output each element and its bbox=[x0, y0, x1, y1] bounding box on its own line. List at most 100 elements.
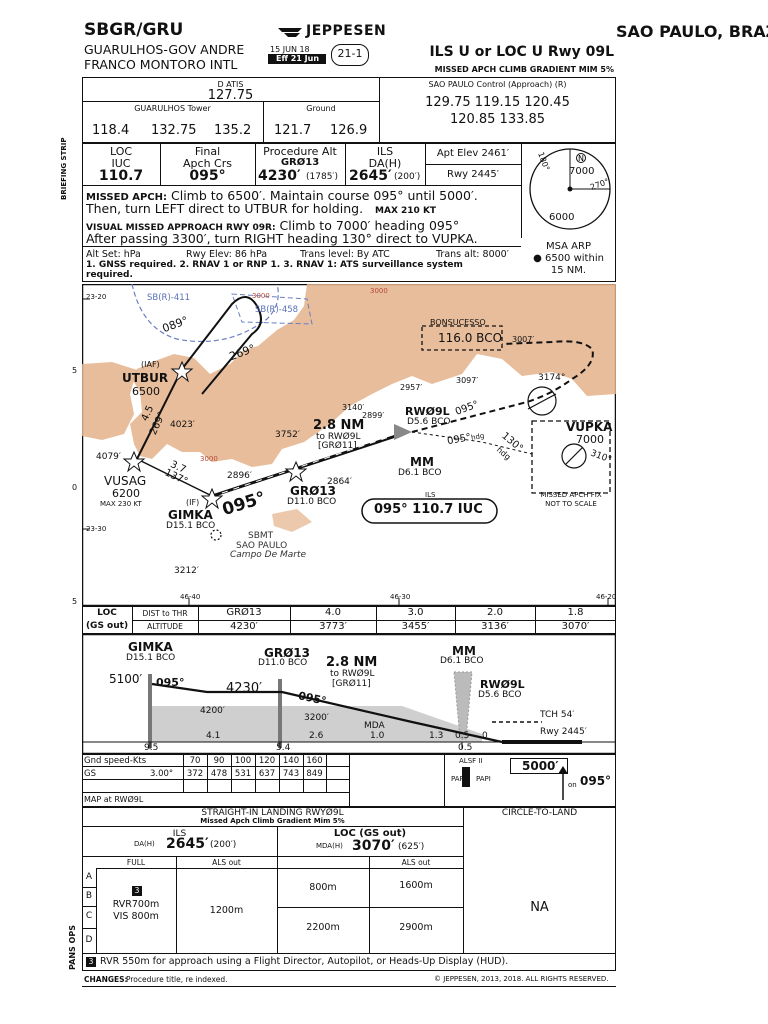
proc-alt-label: Procedure Alt bbox=[263, 145, 337, 158]
rw09l-dme: D5.6 BCO bbox=[407, 417, 451, 427]
min-ils-head: ILS bbox=[172, 829, 187, 839]
min-loc-mdh: (625′) bbox=[398, 842, 425, 852]
gr013-dme: D11.0 BCO bbox=[287, 497, 337, 507]
brand: JEPPESEN bbox=[306, 23, 387, 39]
circle-title: CIRCLE-TO-LAND bbox=[501, 808, 578, 818]
msa-alt1: 7000 bbox=[569, 166, 595, 177]
airport-name-line2: FRANCO MONTORO INTL bbox=[84, 57, 238, 72]
loc-freq: 110.7 bbox=[98, 168, 144, 184]
proc-alt-fix: GRØ13 bbox=[280, 157, 320, 168]
obst-3007: 3007′ bbox=[512, 335, 535, 344]
dme-alt-2: 3773′ bbox=[319, 621, 347, 632]
mm-dme: D6.1 BCO bbox=[398, 468, 442, 478]
vupka-label: VUPKA bbox=[566, 420, 613, 434]
dme-loc-label: LOC bbox=[97, 608, 117, 618]
cat-a: A bbox=[85, 872, 93, 882]
proc-alt-value: 4230′ bbox=[258, 168, 301, 184]
footnote-num: 3 bbox=[88, 957, 94, 966]
msa-diagram: N bbox=[527, 146, 613, 242]
proc-alt-hat: (1785′) bbox=[306, 172, 338, 182]
note-line2: required. bbox=[86, 270, 133, 280]
tower-freq-1: 118.4 bbox=[92, 123, 130, 138]
final-label2: Apch Crs bbox=[183, 157, 232, 170]
missed-line2: Then, turn LEFT direct to UTBUR for hold… bbox=[86, 201, 436, 216]
lat-bottom: 23-30 bbox=[86, 525, 107, 533]
profile-rwy: Rwy 2445′ bbox=[540, 727, 587, 737]
rw09l-label: RWØ9L bbox=[405, 405, 450, 418]
min-als-out-head: ALS out bbox=[212, 858, 241, 867]
profile-dist-nm: 2.8 NM bbox=[326, 655, 378, 670]
gs-speed-6: 160 bbox=[306, 756, 323, 766]
lon-right: 46-20 bbox=[596, 593, 617, 601]
obst-2864: 2864′ bbox=[327, 477, 352, 487]
tower-freq-3: 135.2 bbox=[214, 123, 252, 138]
dme-alt-label: ALTITUDE bbox=[147, 622, 183, 631]
visual-title: VISUAL MISSED APPROACH RWY 09R: bbox=[86, 223, 276, 233]
jeppesen-logo-icon bbox=[278, 28, 302, 37]
minimums-box bbox=[82, 807, 616, 971]
dme-alt-4: 3136′ bbox=[481, 621, 509, 632]
dme-fix-1: GRØ13 bbox=[226, 607, 262, 618]
cat-d: D bbox=[85, 935, 93, 945]
sbr-411: SB(R)-411 bbox=[147, 293, 191, 303]
iaf-label: (IAF) bbox=[141, 360, 160, 369]
gs-rate-4: 637 bbox=[258, 769, 276, 779]
msa-label: MSA ARP bbox=[546, 241, 591, 252]
missed-fix-label1: MISSED APCH FIX bbox=[540, 491, 602, 499]
min-ils-da-label: DA(H) bbox=[134, 840, 155, 848]
missed-text1: Climb to 6500′. Maintain course 095° unt… bbox=[167, 188, 478, 203]
missed-text2: Then, turn LEFT direct to UTBUR for hold… bbox=[86, 201, 364, 216]
min-ils-als-out: 1200m bbox=[209, 905, 244, 916]
sbr-458: SB(R)-458 bbox=[255, 305, 299, 315]
utbur-label: UTBUR bbox=[122, 371, 169, 385]
terrain-3000-b: 3000 bbox=[370, 287, 388, 295]
trans-level: Trans level: By ATC bbox=[300, 249, 390, 260]
papi-right: PAPI bbox=[476, 775, 491, 783]
ground-label: Ground bbox=[306, 104, 336, 113]
lon-left: 46-40 bbox=[180, 593, 201, 601]
gs-label: GS bbox=[84, 769, 96, 779]
gs-missed-alt: 5000′ bbox=[522, 759, 559, 773]
full-note-badge bbox=[132, 886, 142, 896]
obst-2957: 2957′ bbox=[400, 383, 423, 392]
gs-speed-2: 90 bbox=[213, 756, 225, 766]
chart-date: 15 JUN 18 bbox=[270, 45, 310, 54]
min-loc-als-ab: 1600m bbox=[399, 880, 433, 891]
gs-map-label: MAP at RWØ9L bbox=[84, 795, 144, 804]
city-title-text: SAO PAULO, BRAZIL bbox=[616, 22, 768, 41]
missed-climb-arrow-icon bbox=[556, 766, 570, 806]
dme-dist-label: DIST to THR bbox=[142, 609, 188, 618]
profile-scale-05: 0.5 bbox=[458, 743, 473, 753]
missed-line1: MISSED APCH: Climb to 6500′. Maintain co… bbox=[86, 188, 478, 203]
tower-label: GUARULHOS Tower bbox=[134, 104, 211, 113]
visual-text1: Climb to 7000′ heading 095° bbox=[275, 218, 460, 233]
missed-alt-box bbox=[510, 758, 568, 774]
apt-elev: Apt Elev 2461′ bbox=[436, 148, 510, 159]
dist-nm: 2.8 NM bbox=[313, 418, 365, 433]
approach-freqs-1: 129.75 119.15 120.45 bbox=[425, 95, 570, 110]
final-label: Final bbox=[194, 145, 221, 158]
papi-left: PAPI bbox=[451, 775, 466, 783]
comms-box bbox=[82, 77, 616, 143]
missed-gradient: MISSED APCH CLIMB GRADIENT MIM 5% bbox=[434, 65, 614, 74]
bco-freq: 116.0 BCO bbox=[438, 331, 503, 345]
dme-fix-2: 4.0 bbox=[325, 607, 341, 618]
profile-d10: 1.0 bbox=[370, 731, 385, 741]
rwy-elev: Rwy 2445′ bbox=[447, 169, 499, 180]
obst-3097: 3097′ bbox=[456, 376, 479, 385]
profile-rw09l-dme: D5.6 BCO bbox=[478, 690, 522, 700]
ils-dh: (200′) bbox=[394, 172, 421, 182]
msa-text1: ● 6500 within bbox=[533, 253, 604, 264]
profile-d26: 2.6 bbox=[309, 731, 324, 741]
tick-5b: 5 bbox=[72, 597, 78, 606]
dme-alt-3: 3455′ bbox=[401, 621, 430, 632]
obst-2896: 2896′ bbox=[227, 471, 252, 481]
profile-dist-fix: [GRØ11] bbox=[332, 679, 371, 689]
ground-freq-1: 121.7 bbox=[274, 123, 312, 138]
airport-icao: SBGR/GRU bbox=[84, 20, 184, 40]
footnote-badge bbox=[86, 957, 96, 967]
profile-gimka: GIMKA bbox=[128, 640, 173, 654]
min-loc-ab: 800m bbox=[309, 882, 337, 893]
gs-speed-3: 100 bbox=[234, 756, 252, 766]
briefing-strip-label: BRIEFING STRIP bbox=[60, 137, 68, 200]
